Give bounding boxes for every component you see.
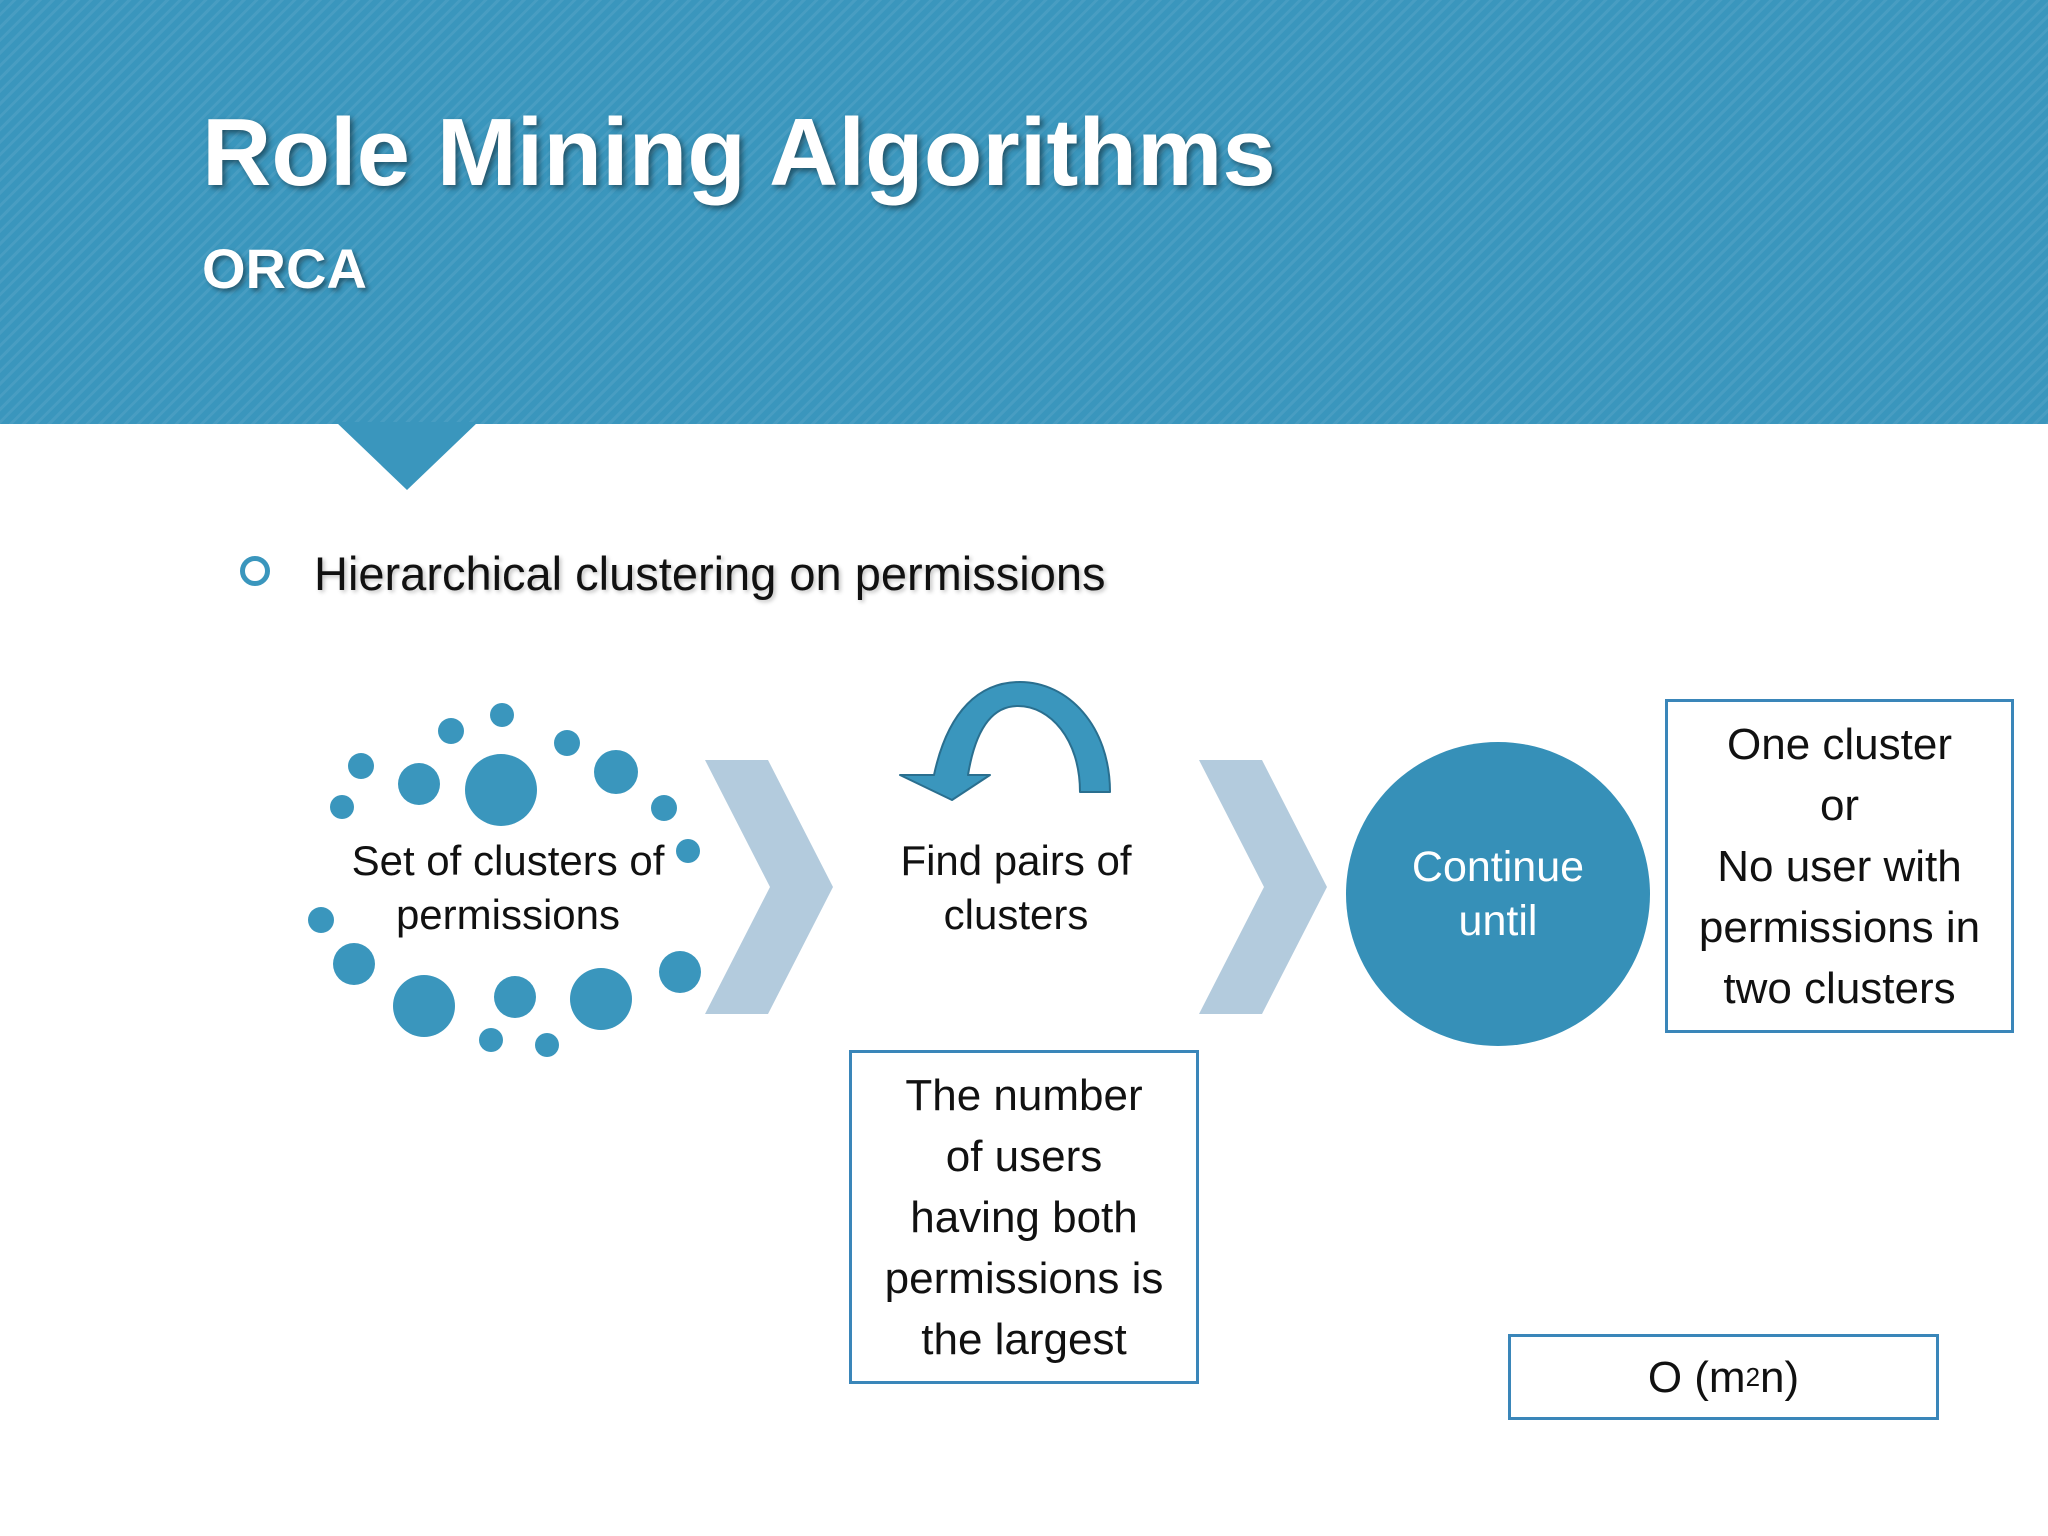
- cluster-dot: [333, 943, 375, 985]
- stop-condition-box: One cluster or No user with permissions …: [1665, 699, 2014, 1033]
- step-find-pairs: Find pairs of clusters: [900, 837, 1132, 938]
- chevron-right-icon: [705, 760, 833, 1014]
- slide-title: Role Mining Algorithms: [202, 99, 1276, 206]
- complexity-suffix: n): [1760, 1352, 1800, 1402]
- cluster-dot: [308, 907, 334, 933]
- slide-subtitle: ORCA: [202, 237, 367, 300]
- step-continue-circle: Continue until: [1346, 742, 1650, 1046]
- step-continue-until: Continue until: [1411, 843, 1585, 945]
- cluster-dot: [490, 703, 514, 727]
- chevron-right-icon: [1199, 760, 1327, 1014]
- cluster-dot: [438, 718, 464, 744]
- circle-bullet-icon: [240, 556, 270, 586]
- cluster-dot: [651, 795, 677, 821]
- step-set-of-clusters: Set of clusters of permissions: [351, 837, 665, 938]
- cluster-dot: [348, 753, 374, 779]
- cluster-dot: [465, 754, 537, 826]
- cluster-dot: [479, 1028, 503, 1052]
- complexity-prefix: O (m: [1647, 1352, 1746, 1402]
- criteria-box: The number of users having both permissi…: [849, 1050, 1199, 1384]
- cluster-dot: [535, 1033, 559, 1057]
- cluster-dot: [393, 975, 455, 1037]
- cluster-dot: [554, 730, 580, 756]
- cluster-dot: [494, 976, 536, 1018]
- title-banner: [0, 0, 2048, 424]
- curved-arrow-icon: [899, 681, 1111, 801]
- cluster-dot: [330, 795, 354, 819]
- cluster-dot: [570, 968, 632, 1030]
- cluster-dot: [659, 951, 701, 993]
- cluster-dot: [398, 763, 440, 805]
- cluster-dot: [676, 839, 700, 863]
- banner-notch: [336, 422, 478, 490]
- cluster-dot: [594, 750, 638, 794]
- bullet-text: Hierarchical clustering on permissions: [314, 547, 1106, 600]
